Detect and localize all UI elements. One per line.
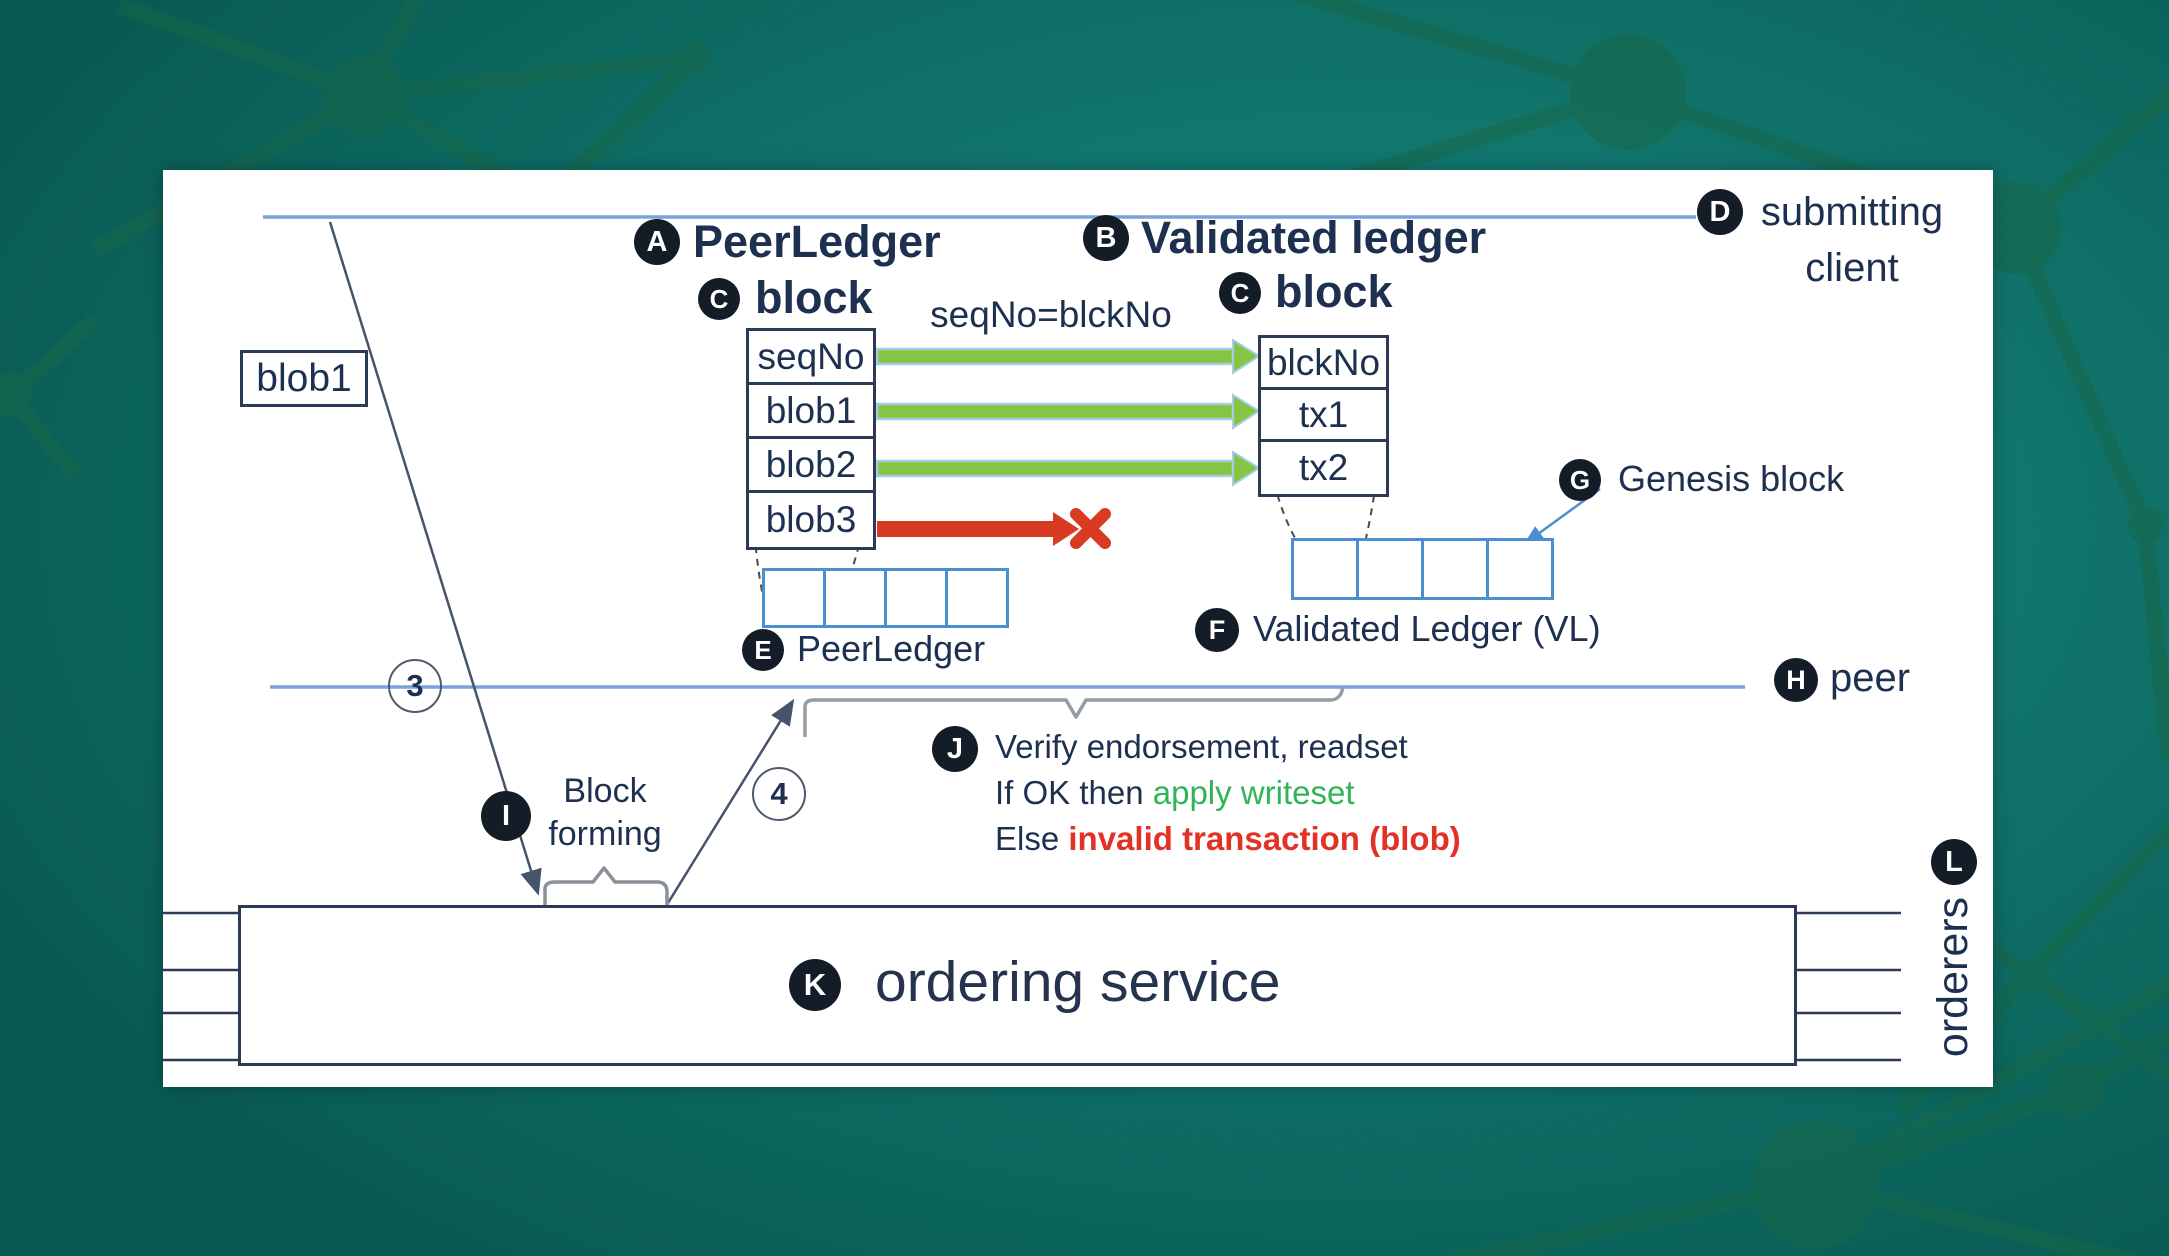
- green-arrow-seqno: [875, 338, 1261, 375]
- ordering-service-label: ordering service: [875, 950, 1281, 1014]
- table-row: blob3: [765, 499, 857, 540]
- ledger-cell: [762, 568, 826, 628]
- validated-ledger-title: Validated ledger: [1141, 212, 1487, 263]
- submit-to-ordering-line: [328, 221, 542, 896]
- right-block-title: block: [1275, 266, 1393, 317]
- mapping-label: seqNo=blckNo: [930, 294, 1172, 335]
- invalid-x-icon: [1070, 508, 1111, 549]
- badge-g: G: [1559, 459, 1601, 501]
- table-row: tx2: [1298, 447, 1349, 488]
- table-row: blob2: [749, 439, 873, 493]
- ledger-cell: [1291, 538, 1359, 600]
- badge-k: K: [789, 959, 841, 1011]
- badge-d: D: [1697, 189, 1743, 235]
- verify-line3: Else invalid transaction (blob): [995, 820, 1461, 858]
- table-row: tx1: [1261, 390, 1386, 442]
- ledger-cell: [1486, 538, 1554, 600]
- vl-label: Validated Ledger (VL): [1253, 608, 1601, 649]
- step-4-marker: 4: [752, 767, 806, 821]
- badge-j: J: [932, 726, 978, 772]
- ledger-cell: [1356, 538, 1424, 600]
- verify-scope-brace: [803, 686, 1345, 737]
- peer-block-table: seqNo blob1 blob2 blob3: [746, 328, 876, 550]
- orderer-lanes-right: [1797, 911, 1901, 1062]
- verify-line2: If OK then apply writeset: [995, 774, 1355, 812]
- ordering-to-peer-line: [666, 698, 795, 904]
- ordering-service-box: [238, 905, 1797, 1066]
- badge-h: H: [1774, 658, 1818, 702]
- ledger-cell: [945, 568, 1009, 628]
- badge-a: A: [634, 219, 680, 265]
- submitting-client-label: submitting client: [1760, 190, 1944, 290]
- genesis-label: Genesis block: [1618, 458, 1845, 499]
- verify-line3-prefix: Else: [995, 820, 1069, 857]
- validated-block-table: blckNo tx1 tx2: [1258, 335, 1389, 497]
- diagram-panel: D submitting client A PeerLedger B Valid…: [163, 170, 1993, 1087]
- verify-line1: Verify endorsement, readset: [995, 728, 1408, 765]
- green-arrow-blob1: [875, 393, 1261, 430]
- ledger-cell: [1421, 538, 1489, 600]
- badge-b: B: [1083, 215, 1129, 261]
- verify-line2-apply-writeset: apply writeset: [1152, 774, 1355, 811]
- block-forming-brace: [543, 866, 669, 905]
- ledger-cell: [823, 568, 887, 628]
- badge-c-right: C: [1219, 272, 1261, 314]
- table-row: blob1: [749, 385, 873, 439]
- validated-ledger-chain: [1291, 538, 1554, 600]
- diagram-connectors: [163, 215, 1901, 1062]
- table-row: seqNo: [749, 331, 873, 385]
- peer-ledger-title: PeerLedger: [693, 216, 941, 267]
- step-3-marker: 3: [388, 659, 442, 713]
- badge-c-left: C: [698, 278, 740, 320]
- verify-line2-prefix: If OK then: [995, 774, 1153, 811]
- peer-ledger-chain: [762, 568, 1009, 628]
- blob1-box: blob1: [240, 350, 368, 407]
- peer-chain-label: PeerLedger: [797, 628, 986, 669]
- badge-l: L: [1931, 839, 1977, 885]
- left-block-title: block: [755, 272, 873, 323]
- badge-e: E: [742, 629, 784, 671]
- orderers-label: orderers: [1929, 896, 1977, 1058]
- table-row: blckNo: [1261, 338, 1386, 390]
- red-arrow-blob3: [877, 512, 1079, 546]
- peer-label: peer: [1830, 656, 1911, 700]
- verify-line3-invalid: invalid transaction (blob): [1068, 820, 1461, 857]
- badge-f: F: [1195, 608, 1239, 652]
- badge-i: I: [481, 791, 531, 841]
- block-forming-label: Block forming: [548, 772, 662, 853]
- ledger-cell: [884, 568, 948, 628]
- green-arrow-blob2: [875, 450, 1261, 487]
- orderer-lanes-left: [163, 911, 238, 1062]
